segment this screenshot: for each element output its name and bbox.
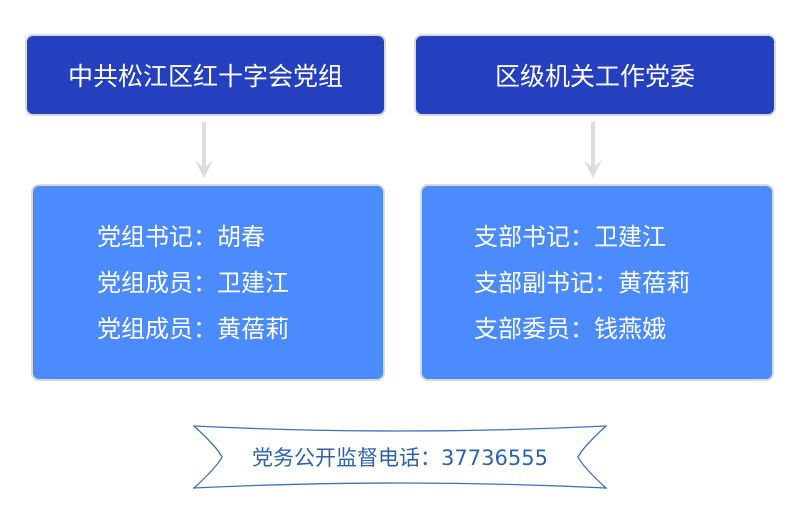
left-org-title-box: 中共松江区红十字会党组	[25, 34, 386, 116]
member-line: 支部副书记：黄蓓莉	[474, 268, 690, 297]
left-members-box: 党组书记：胡春 党组成员：卫建江 党组成员：黄蓓莉	[31, 184, 385, 381]
right-org-title: 区级机关工作党委	[494, 62, 695, 91]
left-org-title: 中共松江区红十字会党组	[67, 62, 343, 91]
arrow-down-icon	[195, 122, 213, 178]
right-members-box: 支部书记：卫建江 支部副书记：黄蓓莉 支部委员：钱燕娥	[420, 184, 774, 381]
member-line: 党组成员：黄蓓莉	[97, 314, 289, 343]
member-line: 党组成员：卫建江	[97, 268, 289, 297]
right-org-title-box: 区级机关工作党委	[414, 34, 776, 116]
arrow-down-icon	[584, 122, 602, 178]
member-line: 党组书记：胡春	[97, 222, 265, 251]
member-line: 支部委员：钱燕娥	[474, 314, 666, 343]
member-line: 支部书记：卫建江	[474, 222, 666, 251]
ribbon-banner	[193, 425, 607, 489]
hotline-text: 党务公开监督电话：37736555	[252, 446, 548, 470]
